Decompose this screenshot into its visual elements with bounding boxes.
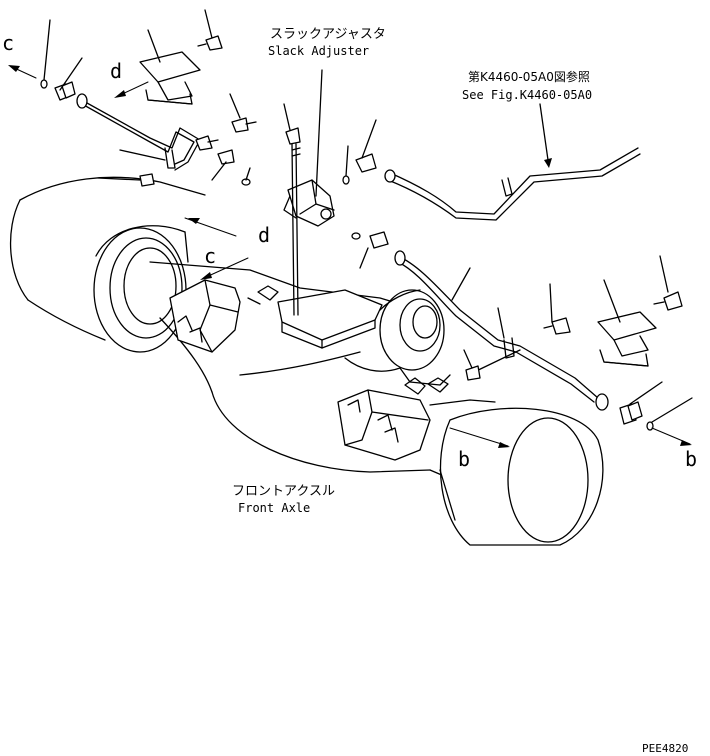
letter-b-right: b [685,447,697,471]
left-union-fitting [40,19,83,101]
slack-adjuster-label-jp: スラックアジャスタ [270,27,386,42]
front-axle-housing [9,176,604,546]
letter-b-lower: b [458,447,470,471]
slack-adjuster-label-en: Slack Adjuster [268,44,369,58]
lower-right-brake-line [351,231,609,411]
drawing-code: PEE4820 [642,742,688,755]
right-union-fitting [543,283,693,431]
letter-d-top: d [110,59,122,83]
see-fig-label-en: See Fig.K4460-05A0 [462,88,592,102]
center-left-fittings [195,93,257,186]
right-brake-line [384,103,641,221]
letter-c-top: c [2,31,14,55]
right-clamp-bracket [597,255,683,367]
slack-adjuster-assembly [283,69,377,316]
left-clamp-bracket [139,9,223,105]
connection-arrows [8,65,692,448]
see-fig-label-jp: 第K4460-05A0図参照 [468,69,590,84]
front-axle-label-jp: フロントアクスル [232,484,335,499]
front-axle-label-en: Front Axle [238,501,310,515]
letter-c-mid: c [204,244,216,268]
left-brake-line [76,93,201,187]
letter-d-mid: d [258,223,270,247]
